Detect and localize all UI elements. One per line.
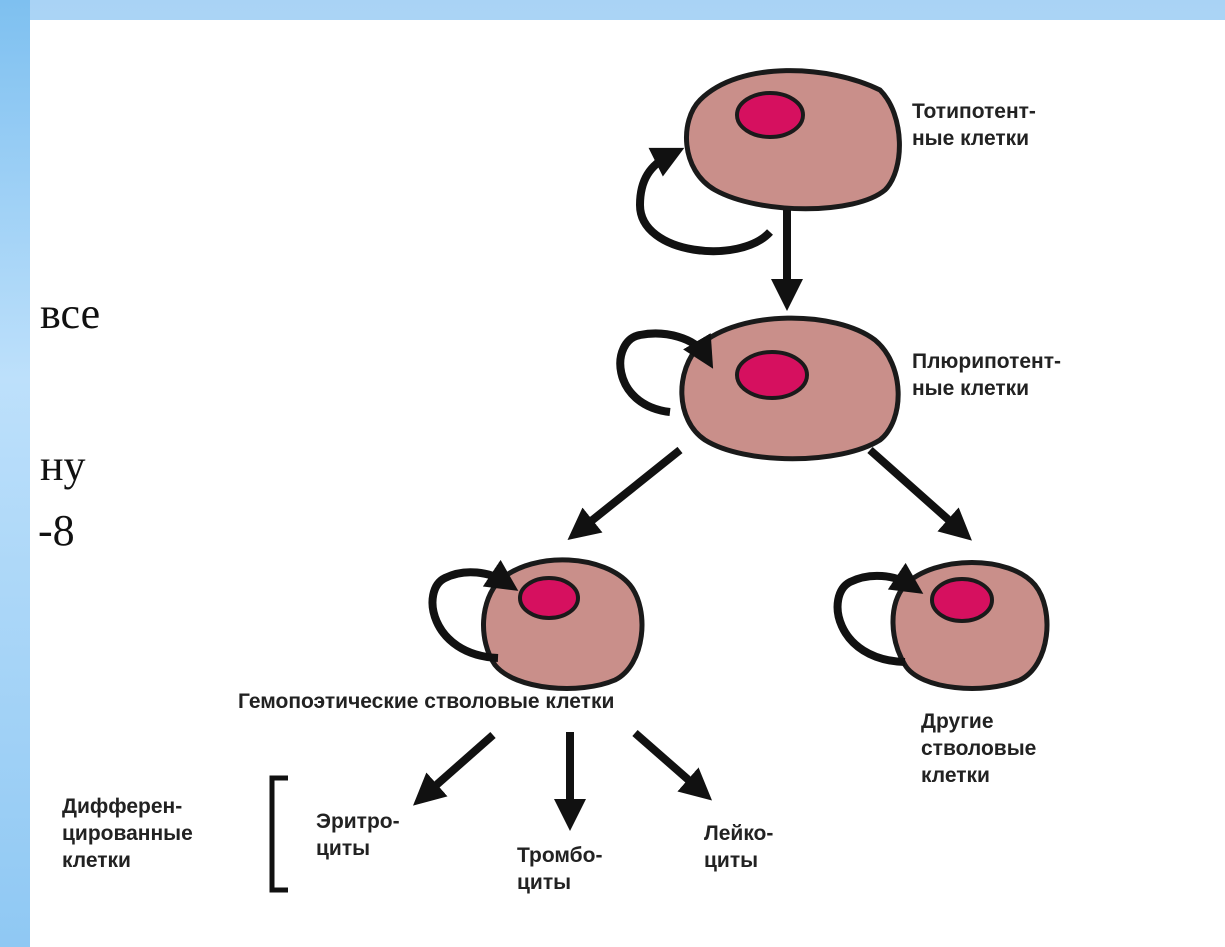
thrombocytes-label: Тромбо- циты xyxy=(517,842,602,896)
arrow-to-other-stem xyxy=(870,450,960,530)
erythrocytes-label: Эритро- циты xyxy=(316,808,400,862)
arrow-to-erythrocytes xyxy=(425,735,493,795)
totipotent-nucleus xyxy=(737,93,803,137)
differentiated-bracket xyxy=(272,778,288,890)
other-stem-cell xyxy=(893,563,1047,689)
differentiated-label: Дифферен- цированные клетки xyxy=(62,793,193,874)
hematopoietic-nucleus xyxy=(520,578,578,618)
arrow-to-leukocytes xyxy=(635,733,700,790)
hematopoietic-cell xyxy=(484,560,642,689)
totipotent-cell xyxy=(686,71,899,209)
pluripotent-cell xyxy=(682,318,898,459)
arrow-to-hematopoietic xyxy=(580,450,680,530)
leukocytes-label: Лейко- циты xyxy=(704,820,773,874)
other-stem-nucleus xyxy=(932,579,992,621)
hematopoietic-label: Гемопоэтические стволовые клетки xyxy=(238,688,614,715)
pluripotent-nucleus xyxy=(737,352,807,398)
other-stem-label: Другие стволовые клетки xyxy=(921,708,1036,789)
totipotent-label: Тотипотент- ные клетки xyxy=(912,98,1036,152)
pluripotent-label: Плюрипотент- ные клетки xyxy=(912,348,1061,402)
